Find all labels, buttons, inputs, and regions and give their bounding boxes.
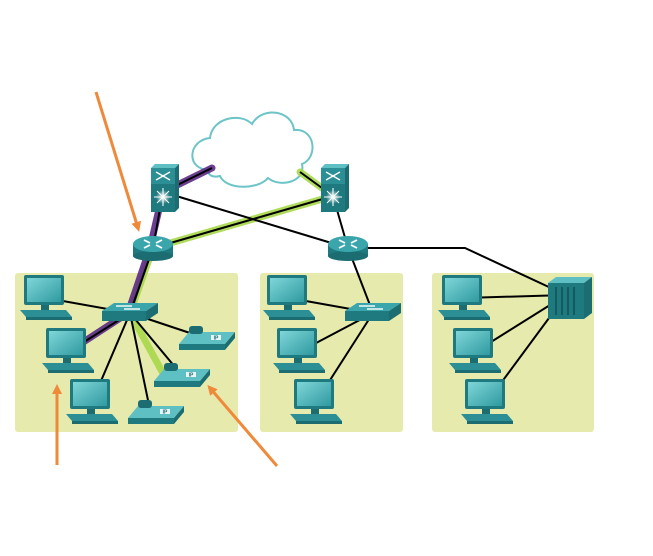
arrow-icon	[207, 384, 279, 467]
ip-phone-label: IP	[189, 373, 194, 379]
arrow-icon	[94, 91, 142, 232]
ip-phone-icon: IP	[154, 363, 210, 387]
workgroup-switch-icon	[101, 302, 159, 322]
workgroup-switch-icon	[344, 302, 402, 322]
router-icon	[132, 235, 174, 262]
ip-phone-label: IP	[214, 336, 219, 342]
router-icon	[327, 235, 369, 262]
multilayer-switch-icon	[320, 163, 350, 213]
cloud-icon	[191, 111, 314, 188]
ip-phone-label: IP	[163, 410, 168, 416]
ip-phone-icon: IP	[128, 400, 184, 424]
server-icon	[547, 276, 593, 320]
arrows	[52, 91, 279, 467]
multilayer-switch-icon	[150, 163, 180, 213]
ip-phone-icon: IP	[179, 326, 235, 350]
